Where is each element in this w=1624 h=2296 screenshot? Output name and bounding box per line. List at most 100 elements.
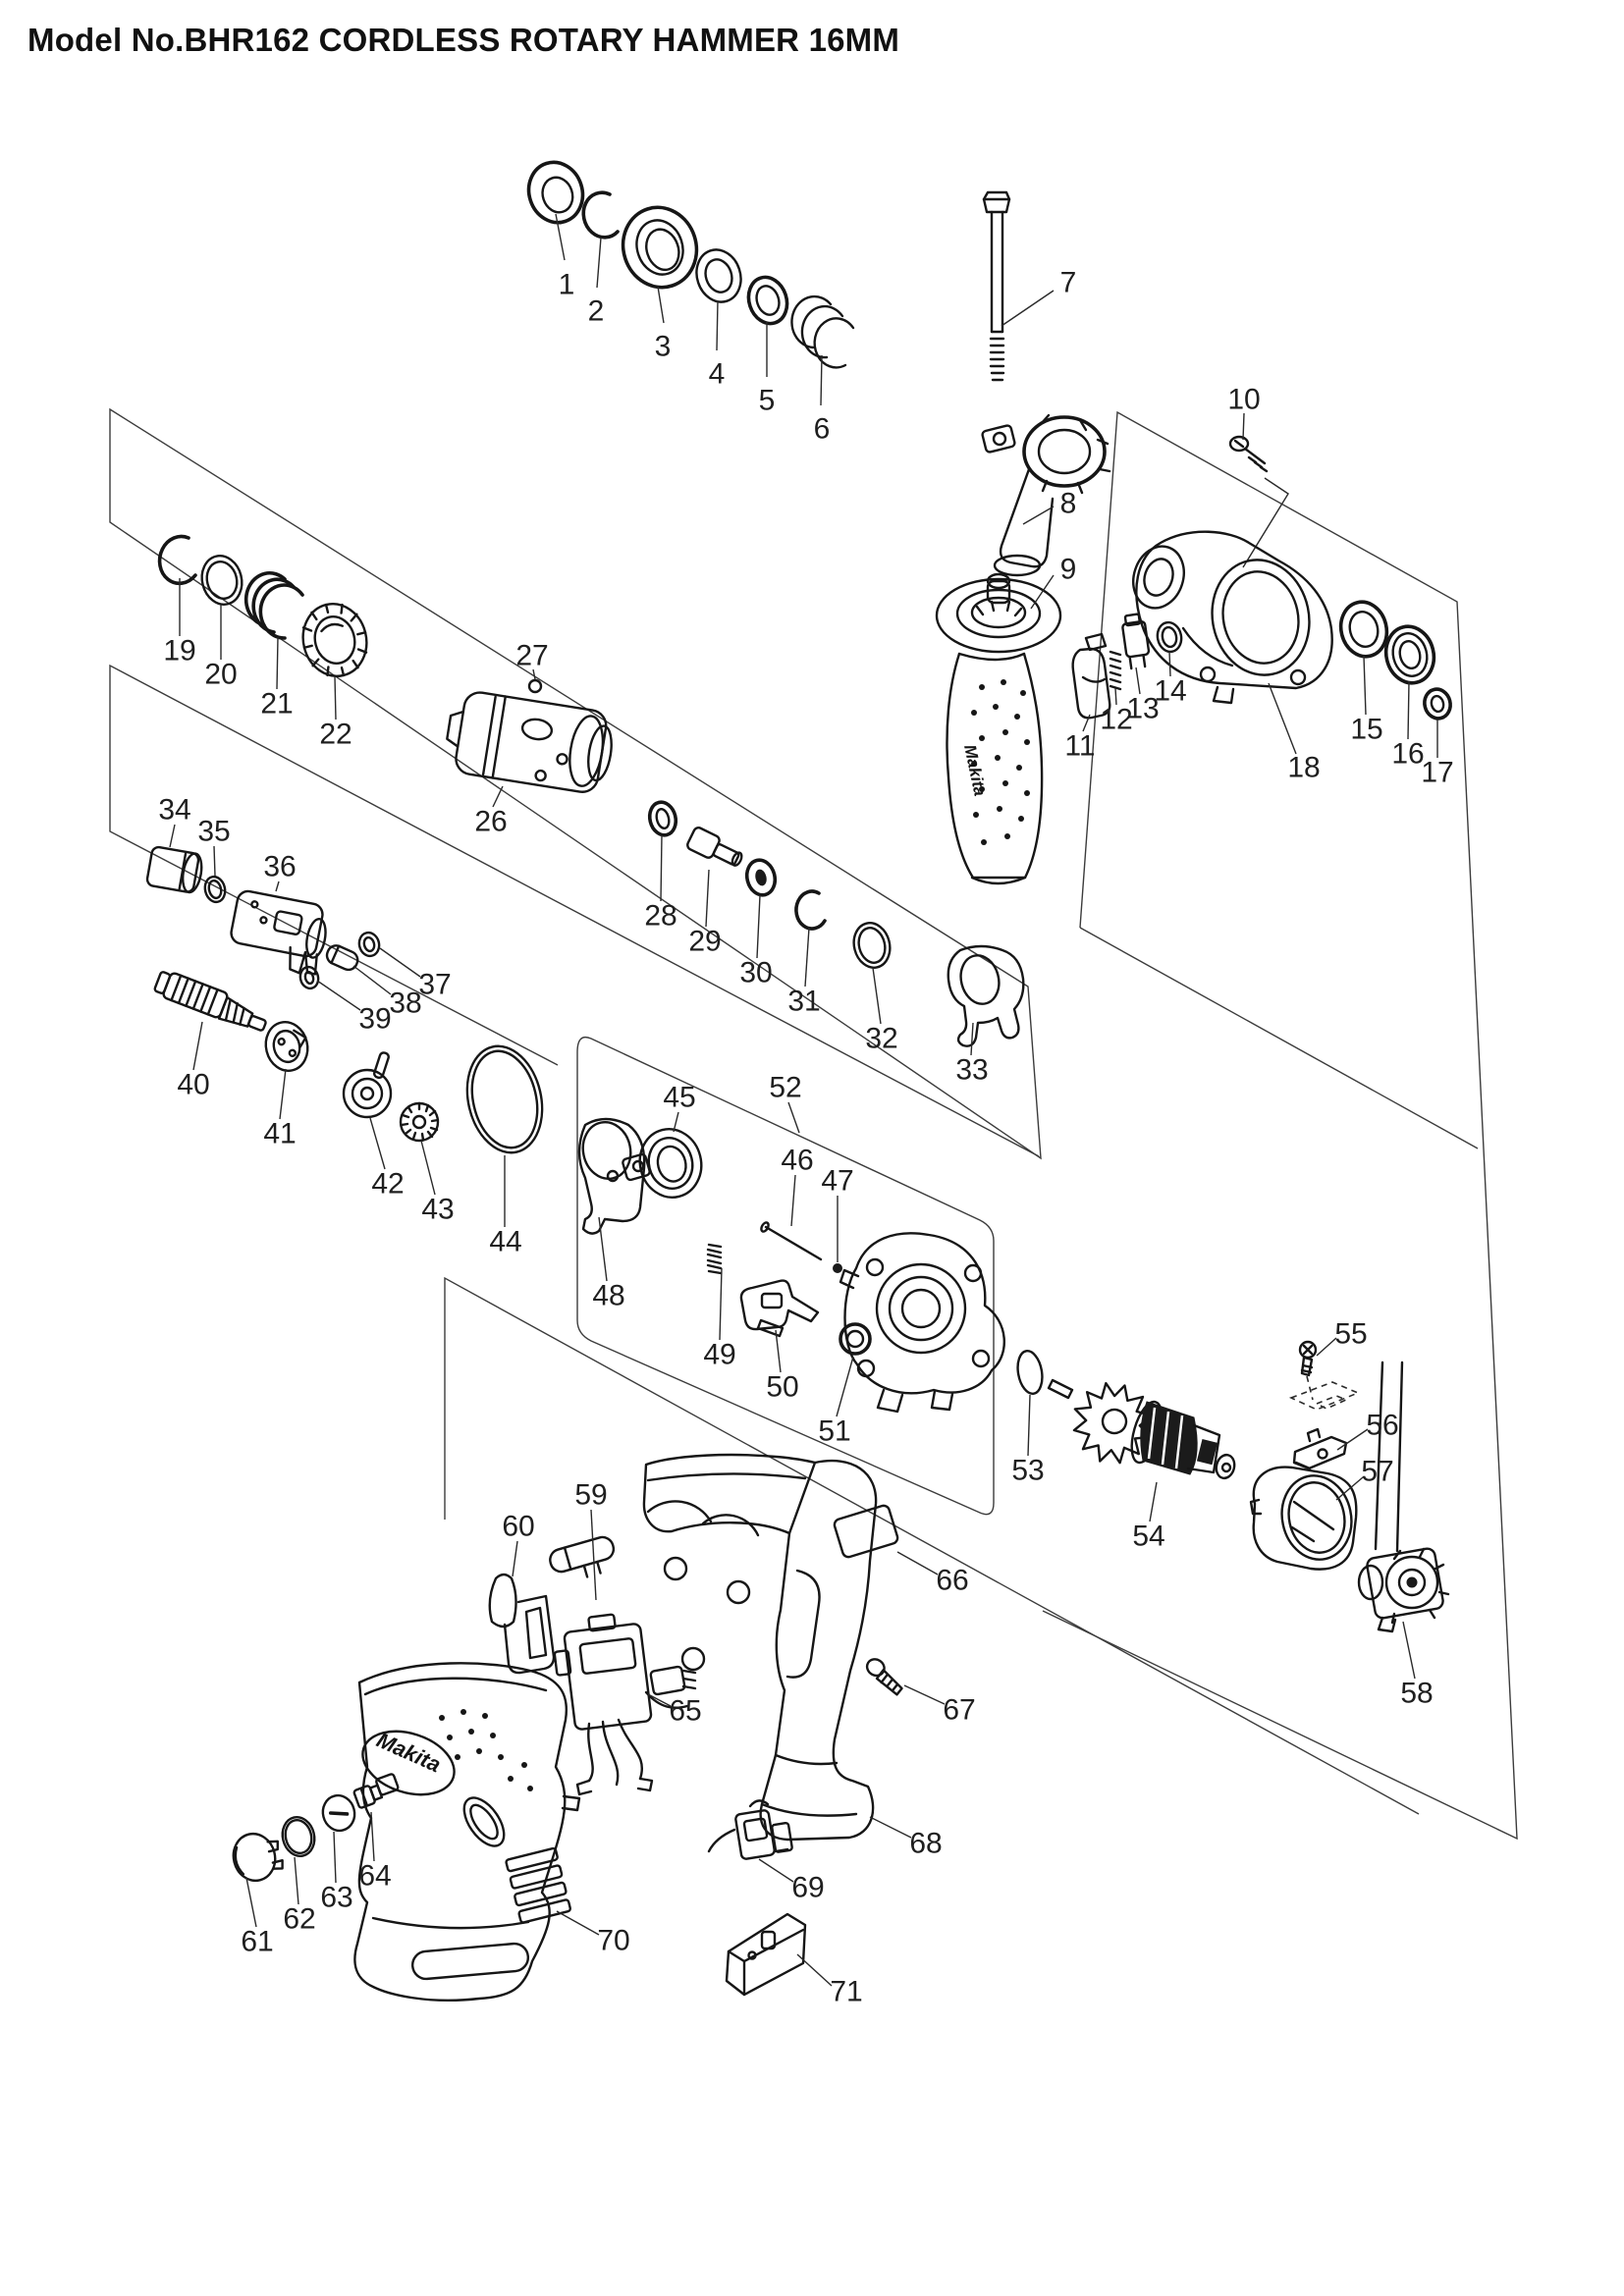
part-65-drawing <box>553 1613 697 1796</box>
part-6-label: 6 <box>814 413 831 446</box>
group-box-right <box>1042 410 1518 1841</box>
part-18-label: 18 <box>1287 752 1320 784</box>
part-66-leader <box>896 1551 939 1575</box>
part-42-leader <box>369 1117 386 1170</box>
part-14-label: 14 <box>1154 675 1186 708</box>
part-36-label: 36 <box>263 851 296 883</box>
part-47-label: 47 <box>821 1165 853 1198</box>
part-42-drawing <box>342 1051 393 1119</box>
part-67-leader <box>903 1684 946 1705</box>
part-10-drawing <box>1228 435 1289 568</box>
part-28-leader <box>660 834 663 902</box>
part-71-label: 71 <box>830 1976 862 2008</box>
part-1-drawing <box>526 160 585 225</box>
part-29-leader <box>705 869 710 928</box>
part-63-drawing <box>321 1793 356 1833</box>
part-14-leader <box>1168 651 1171 677</box>
group-box-housing <box>444 1276 1420 1815</box>
part-1-leader <box>555 213 566 261</box>
part-62-label: 62 <box>283 1903 315 1936</box>
part-33-drawing <box>947 944 1025 1047</box>
part-8-label: 8 <box>1060 488 1077 520</box>
part-3-leader <box>657 286 665 324</box>
part-52-drawing <box>839 1232 1005 1414</box>
part-43-label: 43 <box>421 1194 454 1226</box>
part-68-label: 68 <box>909 1828 942 1860</box>
part-33-label: 33 <box>955 1054 988 1087</box>
part-22-label: 22 <box>319 719 352 751</box>
part-2-label: 2 <box>588 295 605 328</box>
part-1-label: 1 <box>559 269 575 301</box>
part-9-label: 9 <box>1060 554 1077 586</box>
part-69-label: 69 <box>791 1872 824 1904</box>
part-36-drawing <box>230 889 327 976</box>
part-64-label: 64 <box>358 1860 391 1893</box>
part-56-drawing <box>1288 1375 1361 1470</box>
part-8-drawing <box>981 413 1111 577</box>
leader-lines <box>169 213 1438 1987</box>
part-12-leader <box>1114 687 1117 706</box>
part-11-leader <box>1082 714 1091 732</box>
part-51-leader <box>836 1356 854 1417</box>
part-labels: 1234567891011121314151617181920212226272… <box>158 267 1453 2008</box>
part-26-drawing <box>446 691 613 793</box>
part-13-leader <box>1135 667 1141 695</box>
part-16-leader <box>1407 680 1410 740</box>
part-46-drawing <box>760 1221 823 1261</box>
part-3-label: 3 <box>655 331 672 363</box>
part-60-drawing <box>488 1573 556 1675</box>
part-32-leader <box>872 967 882 1025</box>
part-43-drawing <box>399 1101 440 1143</box>
part-58-leader <box>1402 1621 1416 1680</box>
housing-makita-logo: Makita <box>373 1728 445 1778</box>
part-40-label: 40 <box>177 1069 209 1101</box>
part-53-drawing <box>1016 1350 1044 1395</box>
part-28-drawing <box>647 800 678 837</box>
part-56-label: 56 <box>1366 1410 1398 1442</box>
part-26-label: 26 <box>474 806 507 838</box>
part-57-leader <box>1335 1476 1364 1501</box>
part-2-leader <box>596 237 602 289</box>
part-17-label: 17 <box>1421 757 1453 789</box>
part-9-leader <box>1030 574 1055 610</box>
part-45-label: 45 <box>663 1082 695 1114</box>
part-55-drawing <box>1298 1340 1318 1377</box>
part-42-label: 42 <box>371 1168 404 1201</box>
part-6-leader <box>820 354 823 406</box>
part-30-drawing <box>744 858 778 897</box>
part-7-drawing <box>982 190 1011 382</box>
part-70-leader <box>556 1910 600 1936</box>
part-4-leader <box>716 299 719 351</box>
part-62-drawing <box>281 1816 316 1857</box>
part-35-label: 35 <box>197 816 230 848</box>
part-57-drawing <box>1249 1466 1358 1571</box>
part-18-drawing <box>1132 530 1333 705</box>
part-27-drawing <box>527 678 543 694</box>
group-boxes <box>109 407 1518 1841</box>
part-37-drawing <box>357 931 381 958</box>
part-30-label: 30 <box>739 957 772 989</box>
part-31-label: 31 <box>787 986 820 1018</box>
part-15-drawing <box>1338 600 1389 659</box>
part-40-leader <box>192 1021 203 1071</box>
part-63-leader <box>333 1831 337 1884</box>
part-48-label: 48 <box>592 1280 624 1312</box>
part-15-label: 15 <box>1350 714 1382 746</box>
part-8-leader <box>1022 506 1055 525</box>
part-32-drawing <box>852 922 892 969</box>
part-4-drawing <box>695 248 742 303</box>
part-7-label: 7 <box>1060 267 1077 299</box>
part-49-leader <box>719 1267 723 1341</box>
part-13-drawing <box>1121 613 1151 670</box>
part-41-leader <box>279 1068 287 1120</box>
part-40-drawing <box>153 971 267 1032</box>
part-60-leader <box>512 1540 518 1577</box>
part-34-label: 34 <box>158 794 190 827</box>
part-5-label: 5 <box>759 385 776 417</box>
part-61-leader <box>245 1877 257 1928</box>
part-45-leader <box>673 1111 679 1133</box>
part-39-leader <box>316 980 361 1011</box>
part-68-drawing <box>642 1453 878 1842</box>
part-29-label: 29 <box>688 926 721 958</box>
